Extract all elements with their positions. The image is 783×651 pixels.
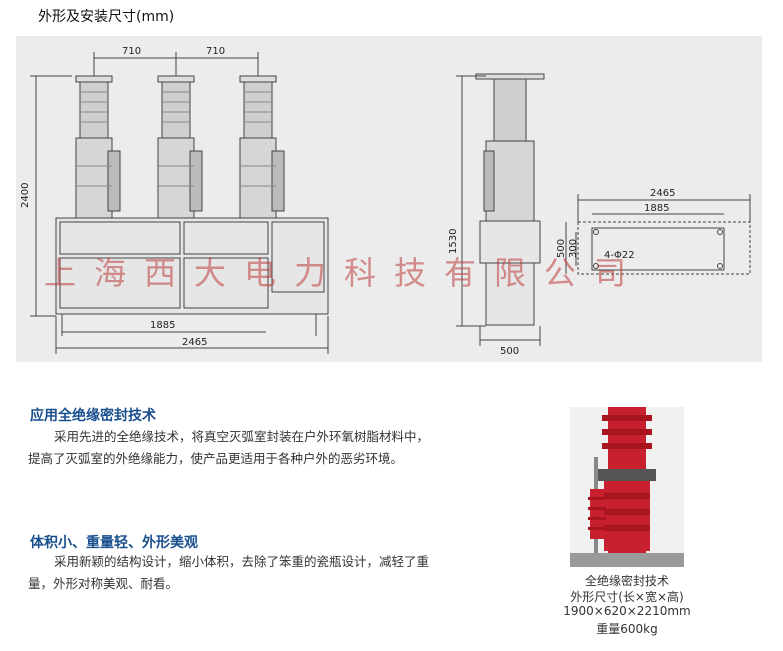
photo-caption-size: 1900×620×2210mm (563, 604, 691, 618)
section-heading-compact: 体积小、重量轻、外形美观 (30, 535, 198, 551)
side-view-drawing (456, 73, 545, 346)
side-dim-1530: 1530 (448, 229, 459, 254)
mount-dim-2465: 2465 (650, 188, 675, 199)
pole-2 (157, 75, 203, 219)
pole-3 (239, 75, 285, 219)
front-dim-2400: 2400 (20, 183, 31, 208)
dimension-drawing-panel: 710 710 2400 1885 2465 1530 500 2465 188… (16, 36, 762, 362)
mount-dim-500: 500 (556, 239, 567, 258)
company-watermark: 上海西大电力科技有限公司 (44, 254, 645, 292)
section-line: 提高了灭弧室的外绝缘能力，使产品更适用于各种户外的恶劣环境。 (28, 451, 404, 466)
dimension-drawing: 710 710 2400 1885 2465 1530 500 2465 188… (20, 46, 751, 357)
front-dim-710-left: 710 (122, 46, 141, 57)
photo-caption-weight: 重量600kg (596, 622, 658, 636)
side-dim-500: 500 (500, 346, 519, 357)
front-dim-710-right: 710 (206, 46, 225, 57)
mounting-view-drawing (565, 194, 751, 275)
section-line: 采用新颖的结构设计，缩小体积，去除了笨重的瓷瓶设计，减轻了重 (54, 554, 430, 569)
section-line: 量，外形对称美观、耐看。 (28, 576, 179, 591)
front-dim-1885: 1885 (150, 320, 175, 331)
section-text-sealing: 采用先进的全绝缘技术，将真空灭弧室封装在户外环氧树脂材料中， 提高了灭弧室的外绝… (28, 426, 528, 470)
section-heading-sealing: 应用全绝缘密封技术 (30, 408, 156, 424)
photo-caption-size-label: 外形尺寸(长×宽×高) (570, 590, 684, 604)
mount-dim-300: 300 (568, 239, 579, 258)
page-title: 外形及安装尺寸(mm) (38, 9, 175, 25)
section-line: 采用先进的全绝缘技术，将真空灭弧室封装在户外环氧树脂材料中， (54, 429, 430, 444)
front-view-drawing (30, 52, 329, 354)
photo-caption-title: 全绝缘密封技术 (584, 574, 669, 588)
mount-dim-1885: 1885 (644, 203, 669, 214)
product-photo (570, 407, 684, 567)
section-text-compact: 采用新颖的结构设计，缩小体积，去除了笨重的瓷瓶设计，减轻了重 量，外形对称美观、… (28, 551, 528, 595)
front-dim-2465: 2465 (182, 337, 207, 348)
pole-1 (75, 75, 121, 219)
mount-hole-label: 4-Φ22 (604, 250, 635, 261)
product-photo-drawing (570, 407, 684, 567)
